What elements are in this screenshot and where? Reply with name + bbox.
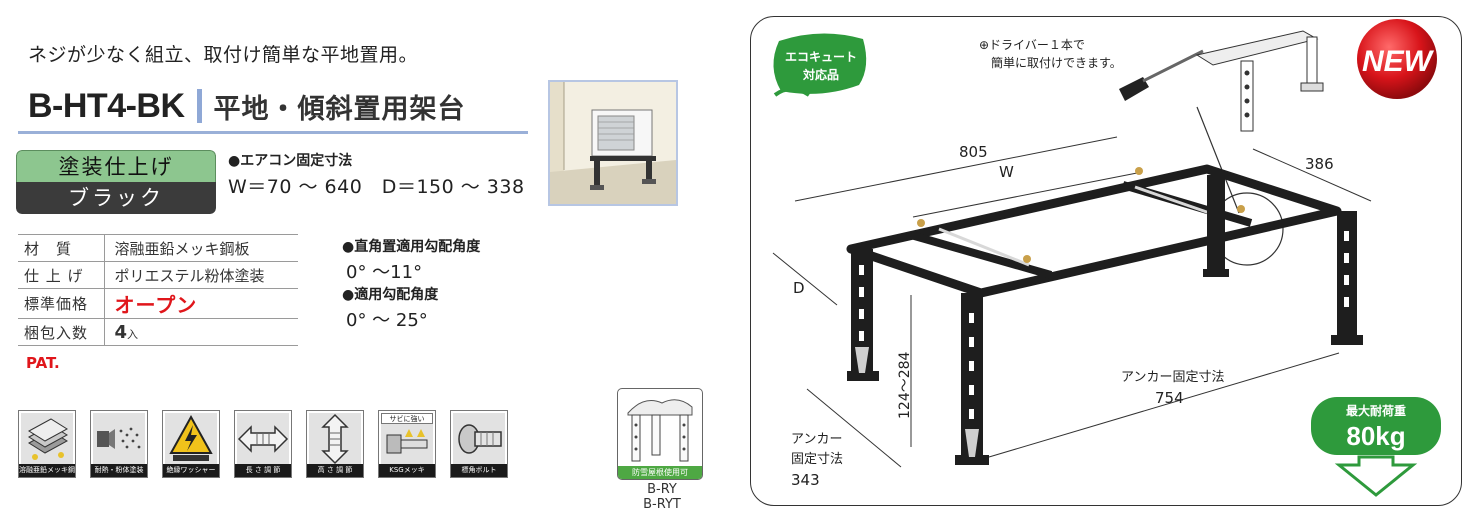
dim-anchor-long: 754 xyxy=(1155,389,1184,407)
spec-row: 梱包入数 4入 xyxy=(18,318,298,346)
max-load-value: 80kg xyxy=(1346,421,1405,451)
eco-badge-line1: エコキュート xyxy=(785,50,857,64)
angle-value-slope: 0° ～ 25° xyxy=(346,310,428,331)
spec-key: 梱包入数 xyxy=(18,318,105,346)
eco-cute-badge: エコキュート 対応品 xyxy=(773,33,867,97)
spec-key: 仕 上 げ xyxy=(18,261,105,289)
feature-ksg-plating: サビに強い KSGメッキ xyxy=(378,410,436,478)
feature-top-caption: サビに強い xyxy=(381,413,433,424)
snow-roof-caption: 防雪屋根使用可 xyxy=(618,466,702,479)
title-underline xyxy=(18,131,528,134)
dim-anchor-short: 343 xyxy=(791,471,820,489)
spec-value: ポリエステル粉体塗装 xyxy=(104,261,298,289)
feature-caption: KSGメッキ xyxy=(379,464,435,477)
model-label: B-RY xyxy=(647,482,677,497)
angle-heading-slope: ●適用勾配角度 xyxy=(342,287,439,303)
dim-anchor-short-label2: 固定寸法 xyxy=(791,452,843,467)
compatible-models: B-RY B-RYT xyxy=(632,482,692,512)
eco-badge-line2: 対応品 xyxy=(802,67,839,82)
product-name: 平地・傾斜置用架台 xyxy=(213,93,466,125)
spec-key: 標準価格 xyxy=(18,288,105,319)
feature-hex-bolt: 標角ボルト xyxy=(450,410,508,478)
bracket-detail-inset xyxy=(1195,30,1324,132)
stand-diagram: エコキュート 対応品 NEW ⊕ドライバー１本で 簡単に取付けできます。 xyxy=(772,19,1441,497)
feature-caption: 溶融亜鉛メッキ鋼板 xyxy=(19,464,75,477)
height-adjust-icon xyxy=(309,413,361,465)
feature-caption: 耐熱・粉体塗装 xyxy=(91,464,147,477)
powder-coating-icon xyxy=(93,413,145,465)
quantity-value: 4入 xyxy=(104,318,298,346)
patent-mark: PAT. xyxy=(26,354,60,372)
dim-anchor-long-label: アンカー固定寸法 xyxy=(1121,370,1224,385)
spec-table: 材 質 溶融亜鉛メッキ鋼板 仕 上 げ ポリエステル粉体塗装 標準価格 オープン… xyxy=(18,234,298,346)
angle-value-right: 0° ～11° xyxy=(346,262,423,283)
spec-value: 溶融亜鉛メッキ鋼板 xyxy=(104,234,298,262)
feature-powder-coating: 耐熱・粉体塗装 xyxy=(90,410,148,478)
snow-roof-stand: 防雪屋根使用可 xyxy=(617,388,703,480)
zinc-plating-icon xyxy=(21,413,73,465)
detail-leader-line xyxy=(1196,106,1240,214)
price-value: オープン xyxy=(104,288,298,319)
length-adjust-icon xyxy=(237,413,289,465)
spec-row: 仕 上 げ ポリエステル粉体塗装 xyxy=(18,261,298,289)
feature-length-adjust: 長 さ 調 節 xyxy=(234,410,292,478)
quantity-unit: 入 xyxy=(127,327,139,341)
feature-zinc-plating: 溶融亜鉛メッキ鋼板 xyxy=(18,410,76,478)
insulation-washer-icon xyxy=(165,413,217,465)
spec-row: 材 質 溶融亜鉛メッキ鋼板 xyxy=(18,234,298,262)
new-badge: NEW xyxy=(1357,19,1437,99)
snow-roof-stand-illustration xyxy=(627,399,693,462)
finish-color: ブラック xyxy=(16,182,216,214)
finish-label: 塗装仕上げ xyxy=(16,150,216,182)
tagline: ネジが少なく組立、取付け簡単な平地置用。 xyxy=(28,44,419,66)
dimension-lines xyxy=(772,136,1372,468)
max-load-badge: 最大耐荷重 80kg xyxy=(1311,397,1441,497)
title-row: B-HT4-BK 平地・傾斜置用架台 xyxy=(28,86,466,126)
spec-key: 材 質 xyxy=(18,234,105,262)
dim-anchor-short-label1: アンカー xyxy=(791,432,842,447)
dim-width-total: 805 xyxy=(959,143,988,161)
dim-depth-var: D xyxy=(793,279,805,297)
dimension-diagram-panel: エコキュート 対応品 NEW ⊕ドライバー１本で 簡単に取付けできます。 xyxy=(750,16,1462,506)
max-load-label: 最大耐荷重 xyxy=(1346,403,1406,418)
feature-caption: 長 さ 調 節 xyxy=(235,464,291,477)
feature-caption: 絶縁ワッシャー xyxy=(163,464,219,477)
feature-height-adjust: 高 さ 調 節 xyxy=(306,410,364,478)
driver-note-line1: ⊕ドライバー１本で xyxy=(979,38,1085,52)
quantity-number: 4 xyxy=(114,321,128,343)
finish-badge: 塗装仕上げ ブラック xyxy=(16,150,216,214)
aircon-fix-values: W＝70 ～ 640 D＝150 ～ 338 xyxy=(228,176,525,198)
feature-caption: 標角ボルト xyxy=(451,464,507,477)
model-label: B-RYT xyxy=(643,497,681,512)
title-divider xyxy=(196,89,202,123)
down-arrow-icon xyxy=(1334,455,1418,497)
driver-note-line2: 簡単に取付けできます。 xyxy=(991,55,1122,70)
model-number: B-HT4-BK xyxy=(28,86,185,125)
aircon-fix-heading: ●エアコン固定寸法 xyxy=(228,153,353,169)
feature-caption: 高 さ 調 節 xyxy=(307,464,363,477)
screwdriver-illustration xyxy=(1119,49,1204,101)
dim-width-var: W xyxy=(999,163,1014,181)
feature-insulation-washer: 絶縁ワッシャー xyxy=(162,410,220,478)
hex-bolt-icon xyxy=(453,413,505,465)
dim-height: 124～284 xyxy=(897,351,913,419)
new-badge-text: NEW xyxy=(1362,45,1435,78)
installation-illustration xyxy=(548,80,678,206)
stand-frame xyxy=(846,164,1363,465)
spec-row: 標準価格 オープン xyxy=(18,288,298,319)
dim-depth-total: 386 xyxy=(1305,155,1334,173)
angle-heading-right: ●直角置適用勾配角度 xyxy=(342,239,481,255)
